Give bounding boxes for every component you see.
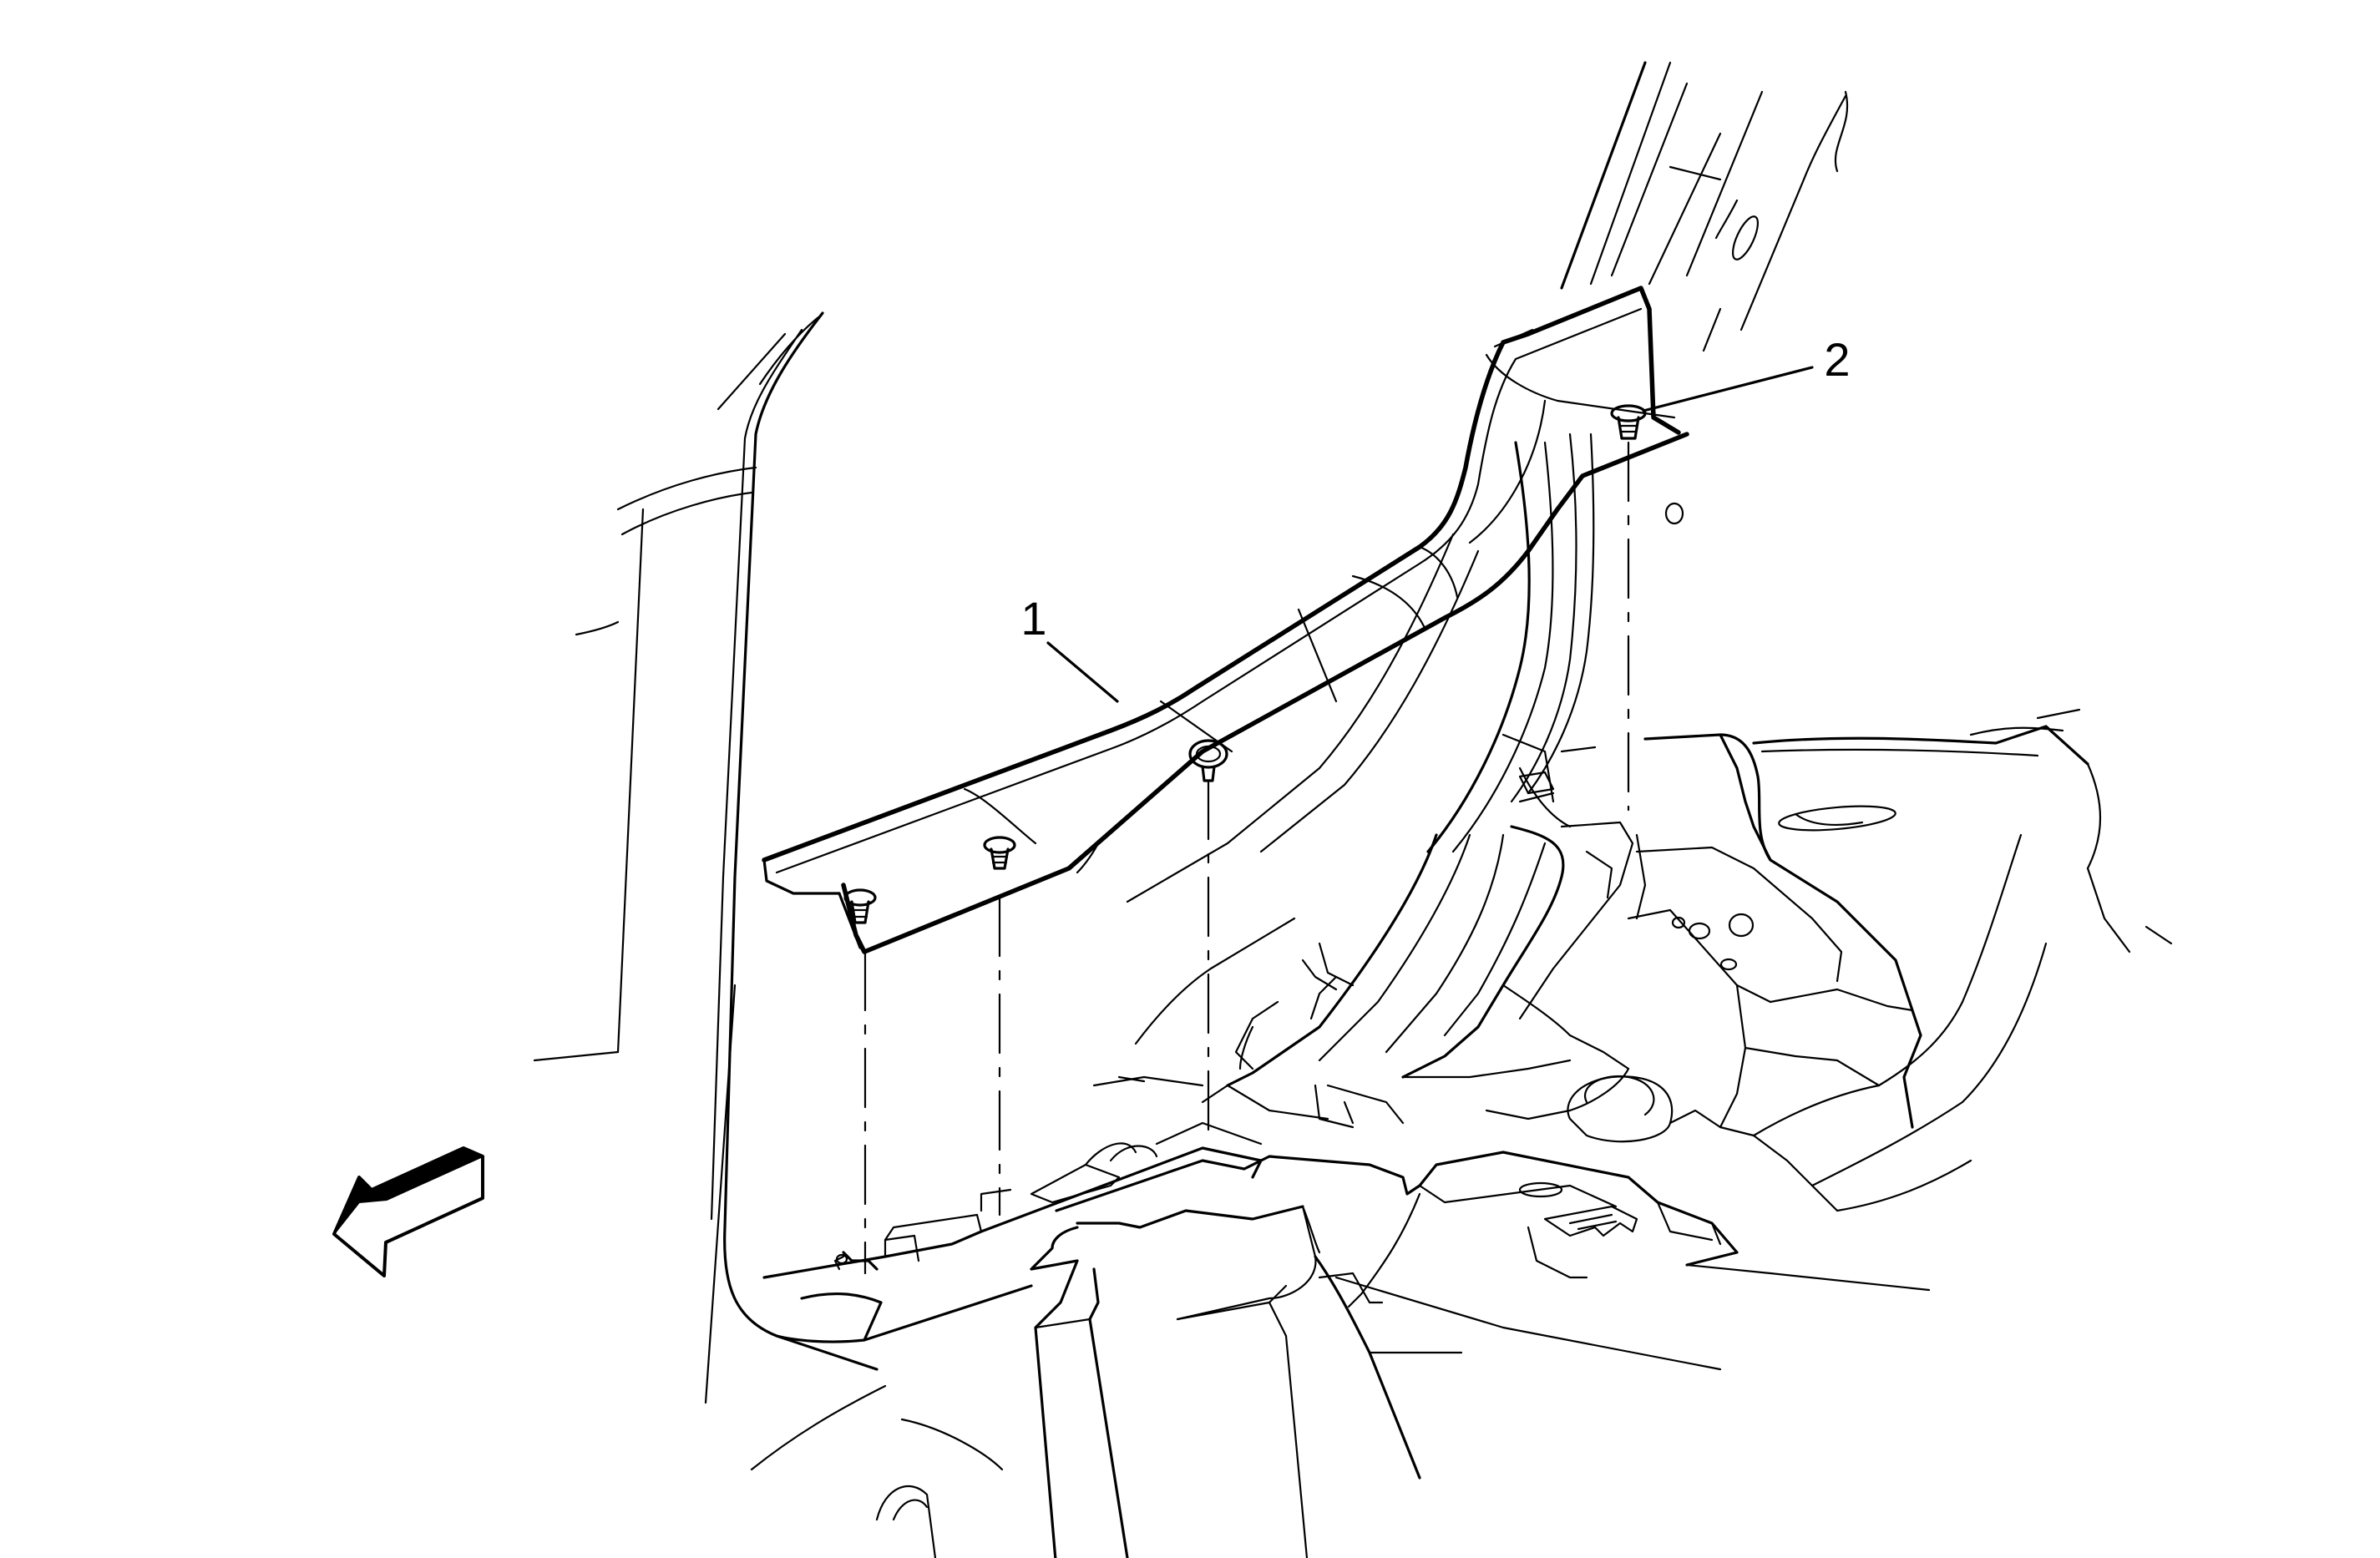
- retainer-clips: [843, 366, 1814, 924]
- retainer-clip: [1188, 739, 1228, 782]
- right-upper-pillar: [1560, 61, 1849, 525]
- lower-sill: [750, 1251, 1463, 1558]
- retainer-clip-item-2: [1610, 366, 1814, 440]
- left-pillar: [533, 311, 879, 1404]
- floor-structure: [762, 1121, 1931, 1480]
- retainer-clip: [843, 888, 877, 924]
- floor-pan: [1567, 708, 2173, 1212]
- retainer-clip: [983, 836, 1016, 870]
- seat-riser: [1226, 821, 1647, 1129]
- callout-label-1: 1: [1020, 592, 1046, 645]
- sill-trim-panel: [762, 286, 1689, 954]
- callout-label-2: 2: [1824, 333, 1850, 386]
- front-direction-arrow-icon: [332, 1146, 485, 1277]
- rear-opening-frame: [1092, 432, 1597, 1104]
- installation-lines: [863, 441, 1630, 1275]
